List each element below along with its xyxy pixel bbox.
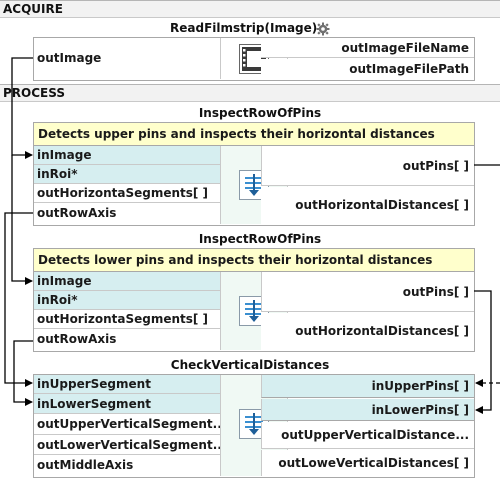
port-label: outRowAxis <box>37 206 117 220</box>
section-process-label: PROCESS <box>3 86 65 100</box>
port-label: outHorizontaSegments[ ] <box>37 186 209 200</box>
port-label: outMiddleAxis <box>37 458 134 472</box>
filter-description: Detects upper pins and inspects their ho… <box>34 123 474 146</box>
port-outimage[interactable]: outImage <box>34 38 220 79</box>
port-outhorizontaldistances-lower[interactable]: outHorizontalDistances[ ] <box>261 313 474 350</box>
filter-title-inspectrowofpins-upper[interactable]: InspectRowOfPins <box>170 106 350 120</box>
filter-inspectrowofpins-lower[interactable]: Detects lower pins and inspects their ho… <box>33 248 475 352</box>
filter-name: ReadFilmstrip(Image) <box>170 21 318 35</box>
port-label: outHorizontaSegments[ ] <box>37 312 209 326</box>
port-inroi[interactable]: inRoi* <box>34 165 220 184</box>
filter-inspectrowofpins-upper[interactable]: Detects upper pins and inspects their ho… <box>33 122 475 226</box>
filter-checkverticaldistances[interactable]: inUpperSegment inLowerSegment outUpperVe… <box>33 374 475 478</box>
filter-readfilmstrip[interactable]: outImage outImageFileName outImageFilePa… <box>33 37 475 81</box>
port-inlowersegment[interactable]: inLowerSegment <box>34 394 220 414</box>
filter-title-readfilmstrip[interactable]: ReadFilmstrip(Image) <box>170 21 317 35</box>
filter-name: CheckVerticalDistances <box>170 358 330 372</box>
section-process: PROCESS <box>0 84 500 102</box>
port-label: inLowerSegment <box>37 397 151 411</box>
port-outloweverticaldistances[interactable]: outLoweVerticalDistances[ ] <box>261 450 474 476</box>
wire-outimage-lower <box>11 155 33 285</box>
filter-name: InspectRowOfPins <box>198 232 322 246</box>
port-outhorizontasegments[interactable]: outHorizontaSegments[ ] <box>34 310 220 329</box>
port-outrowaxis[interactable]: outRowAxis <box>34 203 220 224</box>
section-acquire: ACQUIRE <box>0 0 500 18</box>
wire-rowaxis-lower <box>13 340 33 406</box>
port-inupperpins[interactable]: inUpperPins[ ] <box>261 375 474 398</box>
port-label: inUpperPins[ ] <box>371 379 469 393</box>
port-outupperverticalsegment[interactable]: outUpperVerticalSegment... <box>34 414 220 435</box>
port-label: inRoi* <box>37 167 78 181</box>
section-acquire-label: ACQUIRE <box>3 2 63 16</box>
port-outimagefilename[interactable]: outImageFileName <box>261 38 474 58</box>
port-label: outImageFileName <box>341 41 469 55</box>
port-label: outLoweVerticalDistances[ ] <box>278 456 469 470</box>
wire-outimage-upper <box>11 57 33 159</box>
port-inimage[interactable]: inImage <box>34 272 220 291</box>
gear-icon[interactable] <box>316 22 330 36</box>
port-outimagefilepath[interactable]: outImageFilePath <box>261 59 474 79</box>
filter-name: InspectRowOfPins <box>198 106 322 120</box>
port-label: outHorizontalDistances[ ] <box>295 198 469 212</box>
filter-description: Detects lower pins and inspects their ho… <box>34 249 474 272</box>
port-outmiddleaxis[interactable]: outMiddleAxis <box>34 455 220 476</box>
filter-title-inspectrowofpins-lower[interactable]: InspectRowOfPins <box>170 232 350 246</box>
port-label: outImageFilePath <box>349 62 469 76</box>
port-outrowaxis[interactable]: outRowAxis <box>34 329 220 350</box>
wire-rowaxis-upper <box>4 212 33 387</box>
filter-title-checkverticaldistances[interactable]: CheckVerticalDistances <box>160 358 340 372</box>
port-label: inImage <box>37 274 92 288</box>
port-outpins-upper[interactable]: outPins[ ] <box>261 146 474 186</box>
port-label: outImage <box>37 51 102 65</box>
port-label: outRowAxis <box>37 332 117 346</box>
port-outlowerverticalsegment[interactable]: outLowerVerticalSegment... <box>34 435 220 455</box>
port-inimage[interactable]: inImage <box>34 146 220 165</box>
port-inuppersegment[interactable]: inUpperSegment <box>34 375 220 394</box>
port-inroi[interactable]: inRoi* <box>34 291 220 310</box>
port-label: inImage <box>37 148 92 162</box>
port-inlowerpins[interactable]: inLowerPins[ ] <box>261 399 474 421</box>
port-label: inLowerPins[ ] <box>371 403 469 417</box>
wire-outpins-lower <box>474 290 492 414</box>
port-label: inRoi* <box>37 293 78 307</box>
port-outhorizontaldistances-upper[interactable]: outHorizontalDistances[ ] <box>261 187 474 224</box>
port-label: outLowerVerticalSegment... <box>37 438 220 452</box>
port-outpins-lower[interactable]: outPins[ ] <box>261 272 474 312</box>
port-label: outHorizontalDistances[ ] <box>295 324 469 338</box>
port-label: inUpperSegment <box>37 377 151 391</box>
port-outhorizontasegments[interactable]: outHorizontaSegments[ ] <box>34 184 220 203</box>
port-label: outPins[ ] <box>402 285 469 299</box>
port-outupperverticaldistance[interactable]: outUpperVerticalDistance... <box>261 422 474 449</box>
port-label: outUpperVerticalSegment... <box>37 417 220 431</box>
port-label: outPins[ ] <box>402 159 469 173</box>
port-label: outUpperVerticalDistance... <box>281 428 469 442</box>
